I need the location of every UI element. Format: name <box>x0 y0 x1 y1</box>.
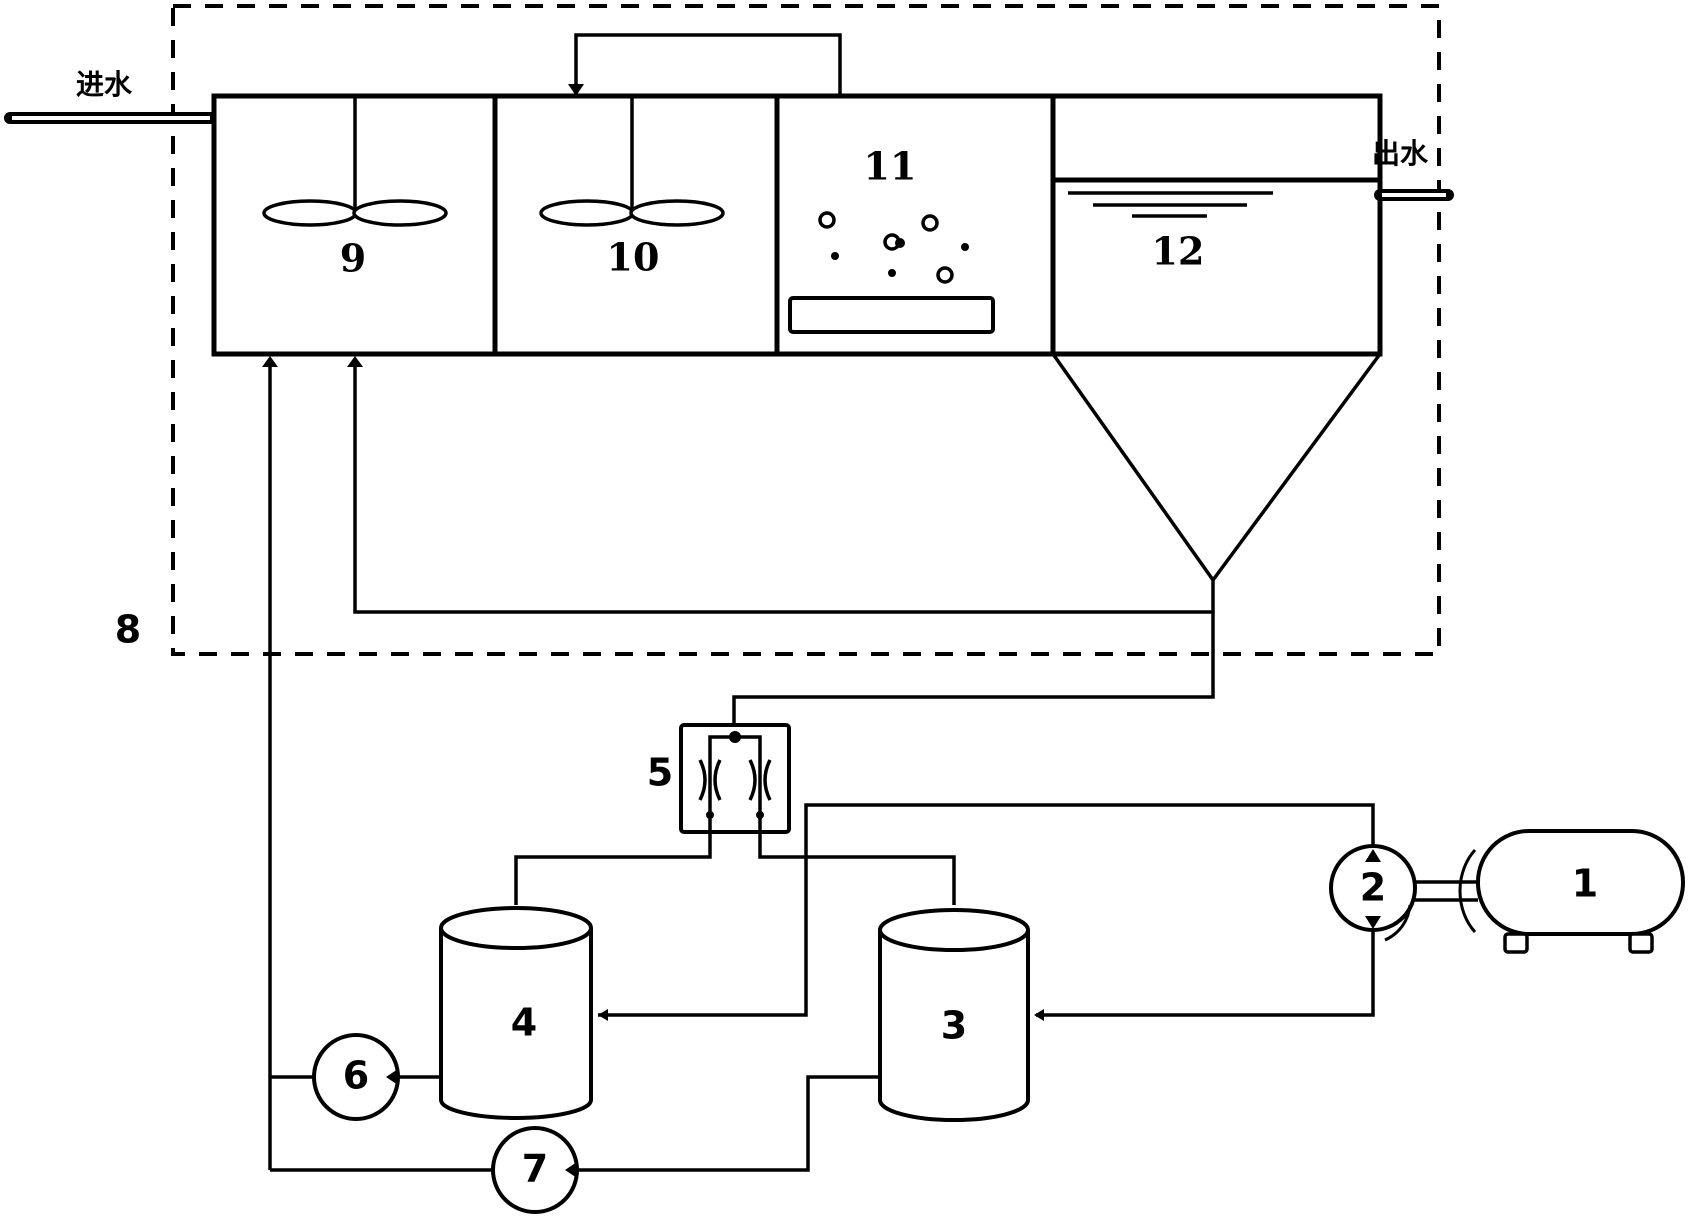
arrow-down-icon <box>568 84 584 96</box>
throttle-valve-icon <box>698 759 722 801</box>
pump-6: 6 <box>312 1033 400 1121</box>
tank-11: 11 <box>788 144 995 334</box>
tank-9: 9 <box>262 96 448 281</box>
arrow-up-icon <box>347 356 363 367</box>
throttle-valve-icon <box>748 759 772 801</box>
arrow-up-icon <box>1365 849 1381 862</box>
air-bubbles-icon <box>818 211 969 284</box>
rotation-arrow-icon <box>1458 848 1477 934</box>
recirculation-line-11-to-10 <box>574 33 842 96</box>
pump-2: 2 <box>1329 844 1417 942</box>
line-12-to-5 <box>732 612 1215 730</box>
tank-4: 4 <box>439 906 593 1120</box>
line-5-to-3 <box>758 815 956 905</box>
arrow-left-icon <box>565 1162 577 1178</box>
valve-housing <box>679 723 791 834</box>
valve-block-5: 5 <box>647 723 791 834</box>
arrow-left-icon <box>1034 1009 1044 1021</box>
label-12: 12 <box>1152 229 1205 274</box>
stirrer-blade-icon <box>539 199 635 227</box>
air-tank-1: 1 <box>1476 829 1685 954</box>
label-4: 4 <box>511 1001 537 1045</box>
line-5-to-4 <box>514 815 712 905</box>
label-9: 9 <box>340 236 366 281</box>
label-7: 7 <box>522 1147 548 1191</box>
label-5: 5 <box>647 751 673 795</box>
label-1: 1 <box>1572 862 1598 906</box>
system-boundary-8 <box>171 4 1441 656</box>
tank-foot <box>1503 932 1529 954</box>
outlet-label: 出水 <box>1372 137 1429 170</box>
tank-foot <box>1628 932 1654 954</box>
label-11: 11 <box>864 144 917 189</box>
label-8: 8 <box>115 608 141 652</box>
tank-3: 3 <box>878 908 1030 1122</box>
label-6: 6 <box>343 1054 369 1098</box>
inlet-label: 进水 <box>76 68 133 101</box>
arrow-left-icon <box>386 1069 398 1085</box>
aerator-plate <box>788 296 995 334</box>
arrow-left-icon <box>598 1009 608 1021</box>
stirrer-blade-icon <box>629 199 725 227</box>
rotation-arrow-icon <box>1384 904 1412 942</box>
line-2-to-4 <box>598 803 1375 1017</box>
coupling-shaft <box>1415 848 1478 934</box>
label-3: 3 <box>941 1004 967 1048</box>
tank-10: 10 <box>539 96 725 280</box>
stirrer-blade-icon <box>262 199 358 227</box>
stirrer-blade-icon <box>352 199 448 227</box>
arrow-up-icon <box>262 356 278 367</box>
arrow-down-icon <box>1365 916 1381 929</box>
line-3-to-7 <box>578 1075 880 1172</box>
pump-7: 7 <box>491 1126 579 1214</box>
sludge-return-line <box>353 364 1215 614</box>
label-2: 2 <box>1360 866 1386 910</box>
line-2-to-3 <box>1036 930 1375 1017</box>
tank-12: 12 <box>1050 177 1383 583</box>
label-10: 10 <box>607 235 660 280</box>
sludge-hopper <box>1051 352 1382 583</box>
